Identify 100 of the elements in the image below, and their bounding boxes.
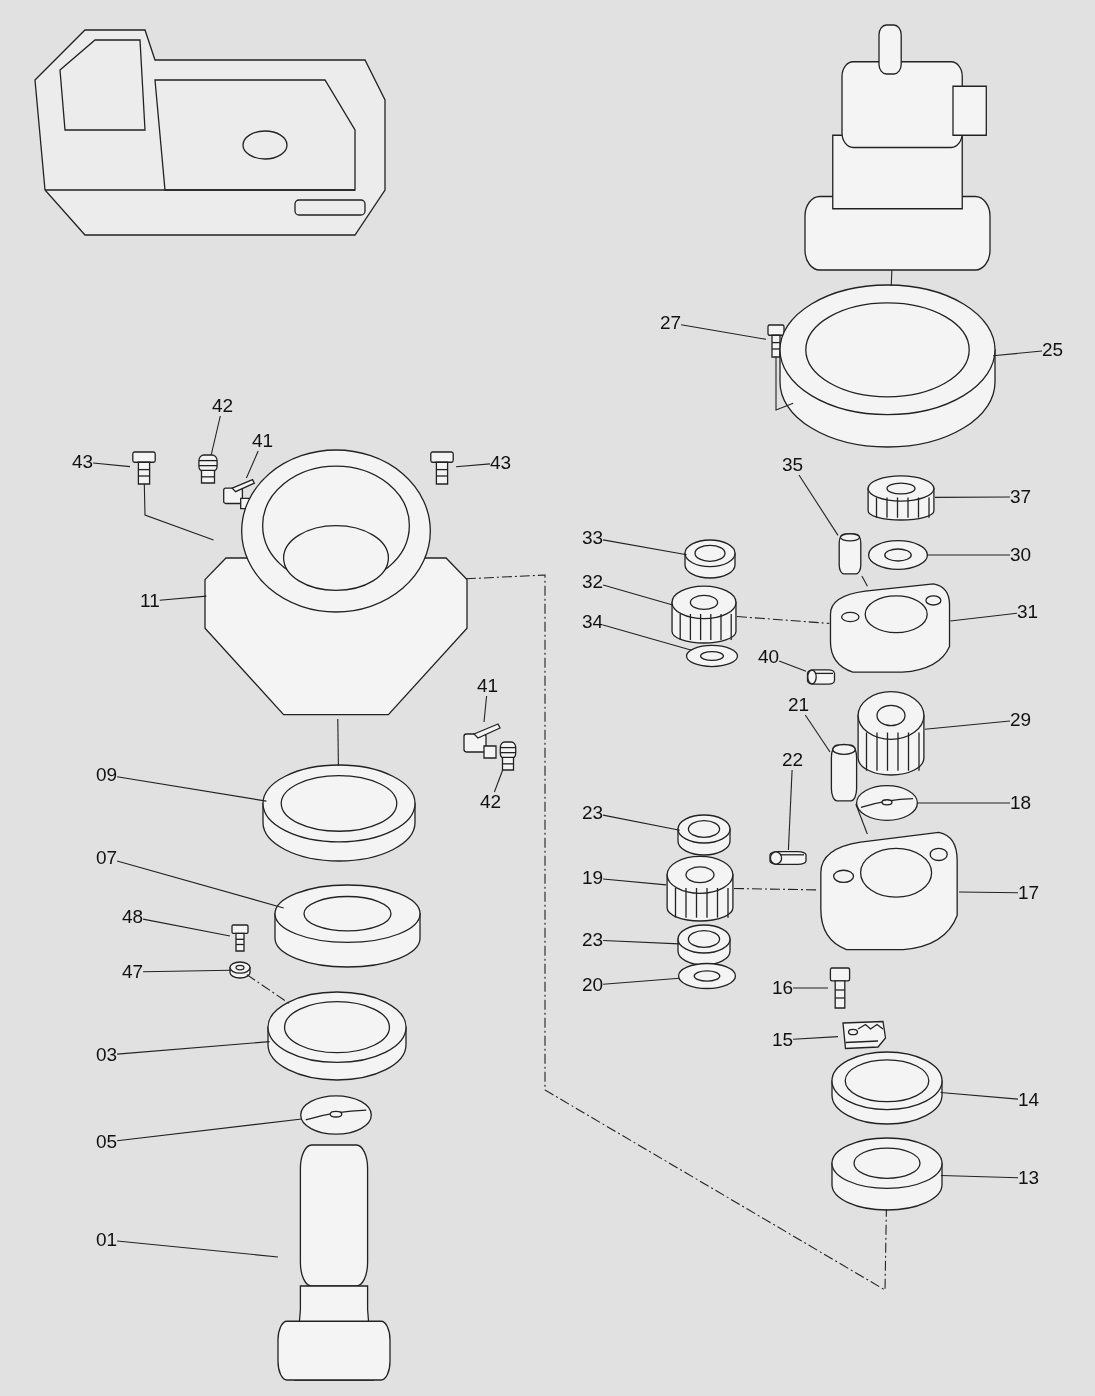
center-line	[246, 974, 292, 1006]
leader-line	[940, 1174, 1019, 1179]
callout-number: 41	[252, 431, 274, 451]
leader-line	[116, 1118, 303, 1142]
callout-number: 05	[96, 1132, 118, 1152]
gear-drawing	[665, 855, 735, 921]
leader-line	[916, 802, 1011, 804]
leader-line	[159, 595, 207, 601]
bearing-drawing	[275, 885, 420, 967]
callout-number: 33	[582, 528, 604, 548]
leader-line	[116, 860, 285, 909]
callout-number: 43	[490, 453, 512, 473]
pin-drawing	[806, 668, 836, 686]
leader-line	[602, 939, 680, 945]
bolt-drawing	[130, 452, 158, 484]
center-line	[465, 574, 887, 1291]
plug-drawing	[497, 742, 519, 770]
callout-number: 21	[788, 695, 810, 715]
leader-line	[958, 891, 1019, 894]
leader-line	[680, 324, 767, 340]
leader-line	[924, 720, 1011, 730]
center-line	[337, 718, 339, 767]
leader-line	[493, 769, 504, 793]
callout-number: 42	[480, 792, 502, 812]
leader-line	[116, 1041, 271, 1055]
disc-drawing	[856, 785, 918, 821]
center-line	[143, 483, 215, 541]
center-line	[861, 575, 868, 587]
shaft-drawing	[278, 1145, 390, 1380]
ring-drawing	[832, 1052, 942, 1124]
carrier-drawing	[828, 582, 952, 674]
bolt-drawing	[766, 325, 786, 357]
leader-line	[116, 776, 267, 802]
nut-drawing	[230, 962, 250, 978]
pin-drawing	[830, 742, 858, 804]
bearing-drawing	[678, 925, 730, 965]
leader-line	[245, 450, 259, 479]
callout-number: 41	[477, 676, 499, 696]
callout-number: 11	[140, 591, 160, 611]
callout-number: 40	[758, 647, 780, 667]
callout-number: 17	[1018, 883, 1040, 903]
leader-line	[798, 474, 839, 536]
center-line	[855, 803, 868, 835]
callout-number: 22	[782, 750, 804, 770]
washer-drawing	[686, 645, 738, 667]
callout-number: 43	[72, 452, 94, 472]
leader-line	[602, 584, 674, 606]
washer-drawing	[678, 963, 736, 989]
ring-drawing	[780, 285, 995, 447]
callout-number: 25	[1042, 340, 1064, 360]
callout-number: 47	[122, 962, 144, 982]
callout-number: 32	[582, 572, 604, 592]
callout-number: 13	[1018, 1168, 1040, 1188]
bearing-drawing	[832, 1138, 942, 1210]
callout-number: 01	[96, 1230, 118, 1250]
callout-number: 48	[122, 907, 144, 927]
callout-number: 23	[582, 803, 604, 823]
callout-number: 09	[96, 765, 118, 785]
leader-line	[992, 350, 1043, 357]
leader-line	[92, 462, 131, 468]
callout-number: 16	[772, 978, 794, 998]
callout-number: 20	[582, 975, 604, 995]
leader-line	[602, 977, 681, 985]
callout-number: 03	[96, 1045, 118, 1065]
bolt-drawing	[828, 968, 852, 1008]
carrier-drawing	[818, 830, 960, 952]
bolt-drawing	[230, 925, 250, 951]
center-line	[775, 356, 794, 411]
callout-number: 19	[582, 868, 604, 888]
leader-line	[934, 496, 1011, 498]
bearing-drawing	[685, 540, 735, 578]
leader-line	[602, 814, 681, 831]
leader-line	[926, 554, 1011, 556]
callout-number: 29	[1010, 710, 1032, 730]
gear-drawing	[866, 475, 936, 520]
callout-number: 27	[660, 313, 682, 333]
leader-line	[792, 987, 829, 989]
leader-line	[142, 918, 231, 937]
washer-drawing	[868, 540, 928, 570]
motor-drawing	[805, 25, 990, 270]
callout-number: 35	[782, 455, 804, 475]
callout-number: 31	[1017, 602, 1039, 622]
callout-number: 30	[1010, 545, 1032, 565]
leader-line	[142, 969, 232, 973]
center-line	[890, 269, 893, 287]
plug-drawing	[195, 455, 221, 483]
valve-drawing	[462, 722, 502, 762]
center-line	[736, 615, 830, 624]
leader-line	[116, 1240, 279, 1258]
callout-number: 37	[1010, 487, 1032, 507]
callout-number: 34	[582, 612, 604, 632]
ring-drawing	[268, 992, 406, 1080]
leader-line	[939, 1091, 1019, 1100]
bolt-drawing	[428, 452, 456, 484]
leader-line	[778, 660, 807, 672]
callout-number: 42	[212, 396, 234, 416]
callout-number: 15	[772, 1030, 794, 1050]
gear-drawing	[856, 690, 926, 775]
pin-drawing	[838, 532, 862, 576]
leader-line	[602, 878, 667, 886]
